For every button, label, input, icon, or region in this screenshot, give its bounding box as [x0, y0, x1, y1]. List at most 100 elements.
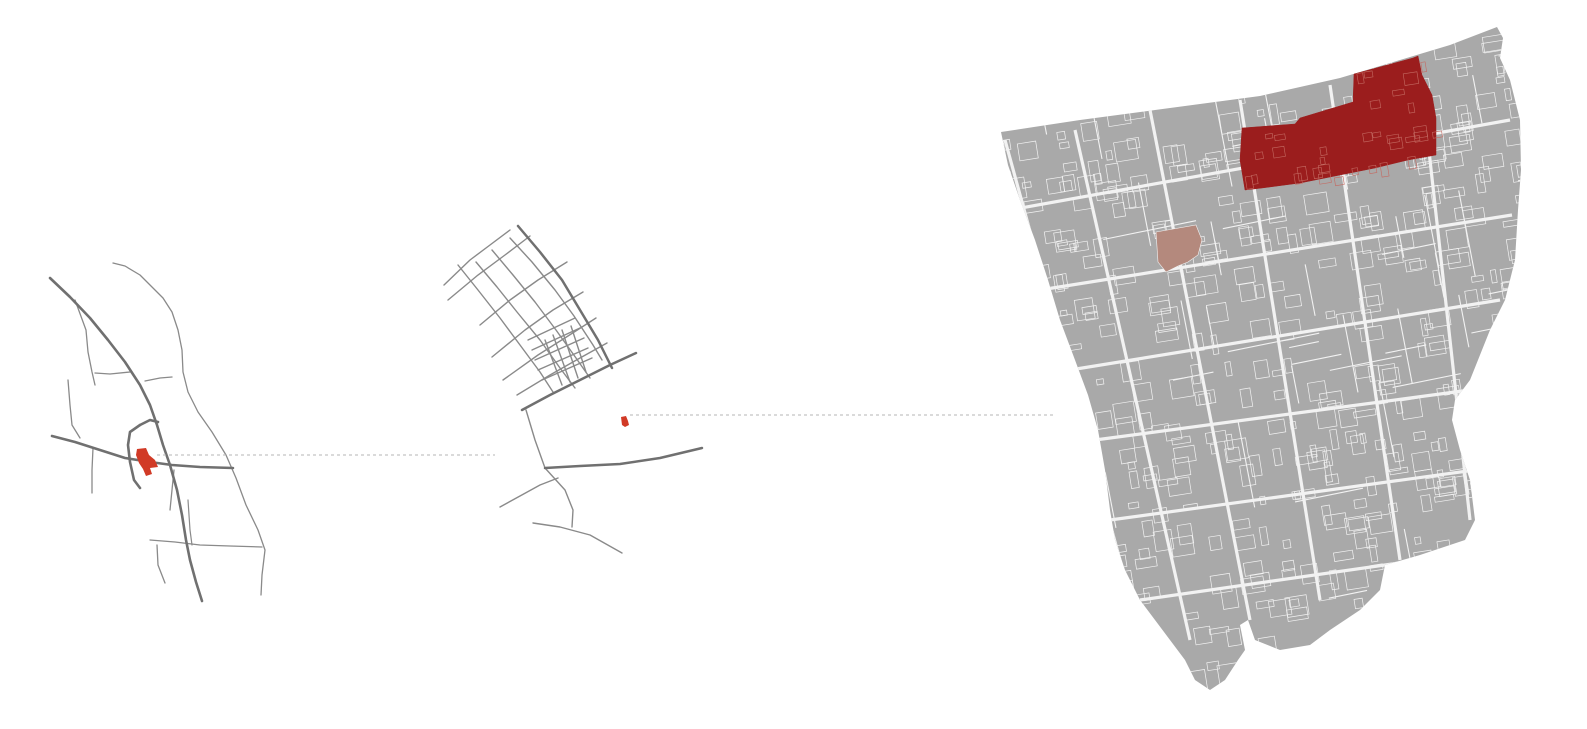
block-plan-building	[1489, 382, 1517, 407]
block-plan-building	[1157, 320, 1177, 333]
block-plan-building	[1053, 503, 1076, 520]
block-plan-building	[1191, 332, 1205, 352]
block-plan-building	[1439, 618, 1449, 631]
block-plan-building	[1154, 327, 1179, 343]
block-plan-building	[1112, 265, 1137, 286]
block-plan-building	[1169, 534, 1196, 558]
regional-highway	[48, 276, 204, 603]
block-plan-building	[1053, 229, 1078, 253]
block-plan-building	[1384, 566, 1406, 589]
block-plan-building	[1309, 444, 1318, 458]
regional-road	[144, 376, 173, 382]
block-plan-building	[1333, 211, 1358, 224]
block-plan-building	[1489, 269, 1498, 284]
focus-area-building	[1413, 130, 1429, 143]
block-plan-alley	[1419, 663, 1438, 690]
focus-area-building	[1317, 172, 1332, 185]
block-plan-building	[1324, 512, 1348, 531]
regional-road	[187, 499, 193, 546]
block-plan-building	[1099, 323, 1117, 338]
block-plan-building	[1481, 415, 1505, 425]
block-plan-building	[1470, 274, 1485, 283]
block-plan-building	[1352, 308, 1374, 330]
block-plan-building	[1001, 373, 1009, 388]
block-plan-building	[1023, 526, 1036, 536]
block-plan-building	[1088, 604, 1111, 617]
block-plan-building	[1143, 466, 1156, 490]
block-plan-building	[1121, 190, 1137, 210]
block-plan-building	[1063, 613, 1086, 634]
block-plan-building	[1225, 627, 1243, 647]
block-plan-building	[1310, 446, 1329, 463]
district-street	[537, 347, 589, 371]
block-plan-building	[1176, 523, 1195, 546]
block-plan-building	[1281, 567, 1297, 580]
block-plan-building	[1142, 473, 1158, 482]
block-plan-building	[1277, 333, 1295, 342]
block-plan-building	[1253, 359, 1270, 380]
focus-area-building	[1273, 133, 1286, 142]
block-plan-building	[1435, 248, 1461, 266]
block-plan-building	[1185, 80, 1201, 102]
block-plan-building	[1092, 237, 1110, 259]
block-plan-building	[1318, 390, 1344, 409]
block-plan-alley	[1427, 610, 1500, 627]
block-plan-building	[1359, 205, 1372, 225]
block-plan-building	[1238, 226, 1254, 240]
block-plan-alley	[1378, 601, 1389, 646]
block-plan-building	[1441, 644, 1456, 655]
block-plan-building	[1065, 632, 1087, 653]
block-plan-building	[1449, 565, 1462, 582]
block-plan-building	[1020, 466, 1046, 480]
block-plan-building	[1319, 642, 1344, 666]
block-plan-building	[1328, 569, 1340, 591]
block-plan-building	[1243, 681, 1264, 690]
block-plan-building	[1119, 447, 1137, 465]
block-plan-building	[1413, 430, 1427, 442]
block-plan-building	[1140, 53, 1163, 70]
block-plan-alley	[1516, 294, 1521, 312]
block-plan-building	[1460, 397, 1471, 411]
block-plan-building	[1383, 589, 1398, 603]
focus-area-building	[1363, 70, 1374, 79]
focus-area-building	[1296, 165, 1309, 182]
block-plan-building	[1233, 75, 1253, 99]
block-plan-building	[1358, 295, 1382, 315]
block-plan-building	[1437, 437, 1448, 452]
regional-road	[112, 262, 266, 596]
block-plan-building	[1256, 109, 1265, 118]
block-plan-building	[1107, 183, 1129, 195]
block-plan-alley	[1473, 621, 1484, 670]
block-plan-building	[1343, 567, 1369, 591]
block-plan-building	[1387, 502, 1398, 513]
block-plan-building	[1436, 478, 1458, 497]
block-plan-building	[1092, 172, 1103, 186]
block-plan-building	[1259, 58, 1276, 74]
block-plan-alley	[1304, 264, 1316, 316]
block-plan-building	[1507, 344, 1519, 353]
block-plan-building	[1282, 539, 1292, 550]
block-plan-building	[1002, 664, 1025, 685]
regional-road-network	[48, 262, 266, 603]
block-plan-building	[1206, 302, 1229, 324]
block-plan-alley	[1104, 471, 1117, 528]
block-plan-building	[1255, 83, 1271, 95]
block-plan-building	[1476, 510, 1497, 532]
block-plan-building	[1324, 473, 1340, 486]
block-plan-building	[1078, 568, 1094, 591]
block-plan-building	[1498, 466, 1521, 489]
district-street	[491, 291, 584, 358]
regional-ring-road	[138, 418, 160, 427]
block-plan-building	[1490, 513, 1509, 532]
block-plan-building	[1446, 251, 1471, 270]
block-plan-building	[1392, 443, 1405, 463]
block-plan-building	[1105, 150, 1114, 161]
block-plan-building	[1231, 210, 1242, 224]
block-plan-building	[1199, 242, 1222, 258]
block-plan-building	[1198, 157, 1221, 182]
block-plan-building	[1002, 138, 1012, 151]
block-plan-alley	[1517, 173, 1521, 182]
block-plan-building	[1248, 51, 1268, 66]
